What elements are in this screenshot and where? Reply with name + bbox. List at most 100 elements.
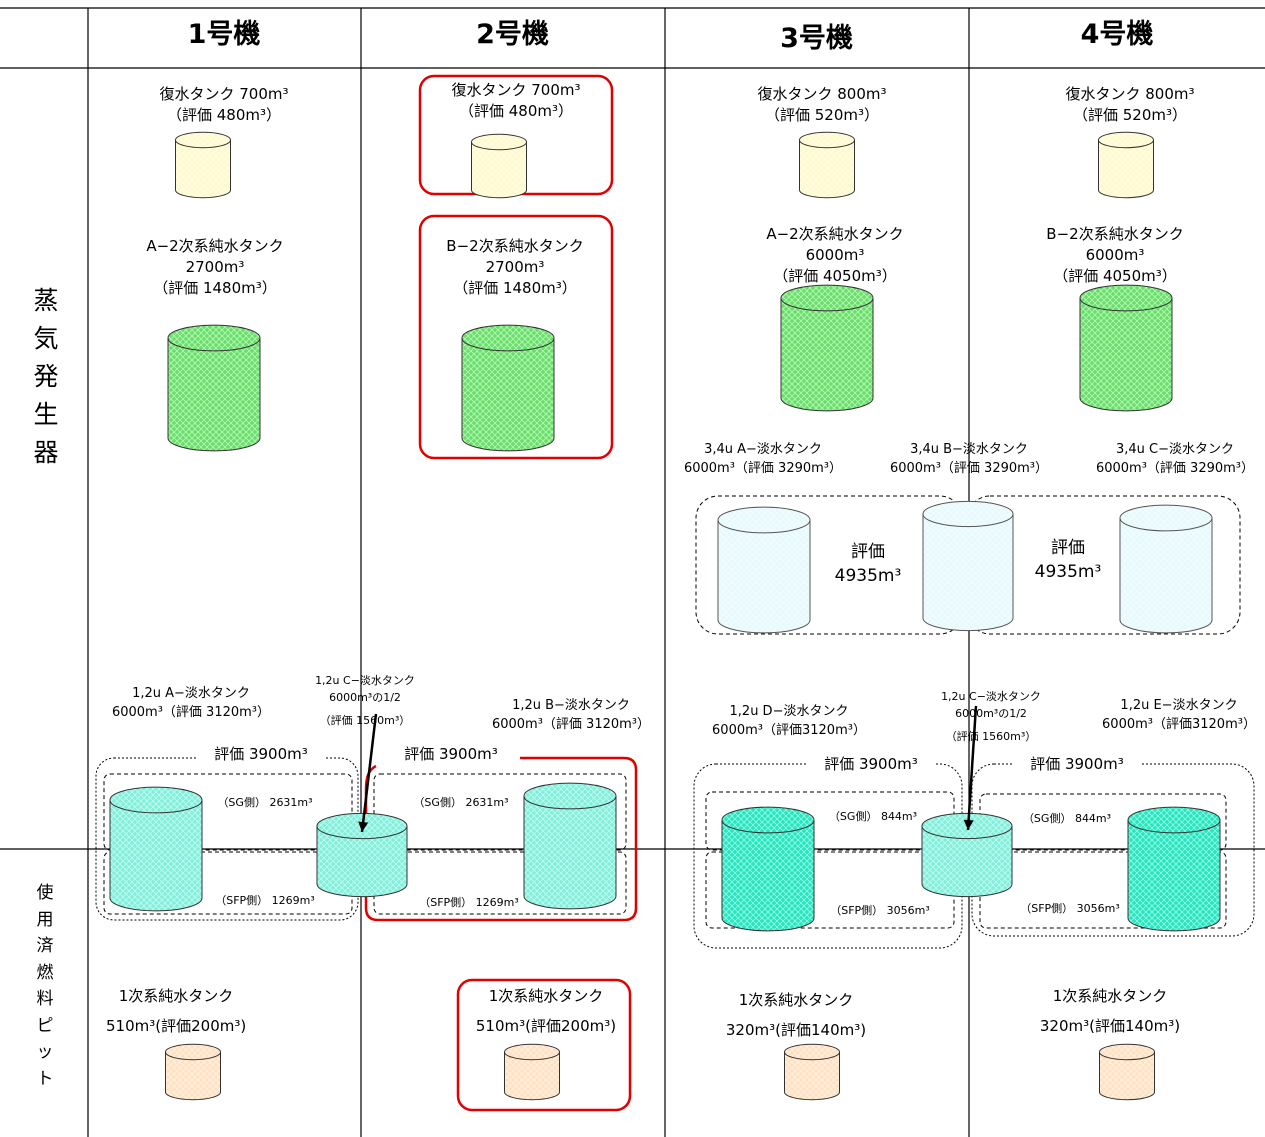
fw12-c-tank-left [316, 812, 408, 898]
fw34-c-tank-top-outline [1119, 504, 1213, 532]
fw34-a-tank-outline [717, 519, 811, 634]
u3-secondary-tank-top-outline [780, 284, 874, 312]
row-label-char: ッ [36, 1042, 54, 1062]
u1-sfp-side: （SFP側） 1269m³ [215, 894, 315, 907]
fw34-a-tank-top-hatch [718, 507, 810, 533]
u1-secondary-tank-outline [167, 337, 261, 452]
u2-sg-side: （SG側） 2631m³ [413, 796, 509, 809]
u1-secondary-tank-hatch [168, 338, 260, 451]
u1-secondary-tank-top-outline [167, 324, 261, 352]
fw12-a-tank-hatch [110, 800, 202, 911]
u1-group-eval: 評価 3900m³ [196, 744, 326, 765]
u2-condensate-label: 復水タンク 700m³（評価 480m³） [451, 81, 581, 120]
fw12-e-tank [1127, 806, 1221, 932]
fw12-a-tank-top-outline [109, 786, 203, 814]
row-label-steam-generator: 蒸 気 発 生 器 [28, 282, 64, 472]
group-outlines [95, 74, 1255, 1112]
row-label-char: 蒸 [33, 286, 59, 315]
u2-condensate-tank-top-hatch [471, 134, 527, 150]
u2-fw-group-highlight [364, 756, 638, 922]
u4-condensate-label: 復水タンク 800m³（評価 520m³） [1065, 85, 1195, 124]
u4-primary-tank-top-hatch [1099, 1044, 1155, 1060]
fw34-b-tank-hatch [923, 514, 1013, 631]
u3-condensate-label: 復水タンク 800m³（評価 520m³） [757, 85, 887, 124]
fw12-c-arrow-right-shaft [966, 705, 978, 831]
fw12-c-tank-right-outline [921, 825, 1013, 898]
u2-condensate-tank-top-outline [471, 133, 527, 151]
u3-condensate-tank [799, 131, 855, 199]
u3-sfp-side: （SFP側） 3056m³ [830, 904, 930, 917]
row-label-char: 気 [33, 324, 59, 353]
u1-sg-box [103, 773, 353, 851]
fw12-c-arrow-right [963, 705, 978, 831]
fw12-d-tank-top-hatch [722, 807, 814, 833]
row-label-spent-fuel-pit: 使 用 済 燃 料 ピ ッ ト [30, 880, 60, 1092]
u3-sg-side: （SG側） 844m³ [828, 810, 918, 823]
u2-condensate-tank-outline [471, 141, 527, 199]
fw34-a-tank-top-outline [717, 506, 811, 534]
fw12-a-tank [109, 786, 203, 912]
u2-sg-box [373, 773, 627, 851]
u2-condensate-tank-hatch [471, 142, 527, 198]
fw34-b-tank-top-hatch [923, 501, 1013, 527]
u3-primary-tank-top-outline [784, 1043, 840, 1061]
u2-primary-tank-top-outline [504, 1043, 560, 1061]
fw12-d-tank-top-outline [721, 806, 815, 834]
fw12-d-tank-hatch [722, 820, 814, 931]
u4-condensate-tank [1098, 131, 1154, 199]
fw12-c-tank-left-top-outline [316, 812, 408, 840]
fw34-c-tank [1119, 504, 1213, 634]
fw12-b-tank-top-hatch [524, 783, 616, 809]
u1-secondary-tank-top-hatch [168, 325, 260, 351]
row-label-char: 燃 [36, 962, 54, 983]
u2-secondary-tank-top-hatch [462, 325, 554, 351]
fw12-d-tank [721, 806, 815, 932]
u2-secondary-highlight [418, 214, 614, 460]
u2-primary-tank-hatch [504, 1052, 560, 1100]
u4-secondary-tank-top-outline [1079, 284, 1173, 312]
u1-primary-tank-top-outline [165, 1043, 221, 1061]
fw34-a-tank [717, 506, 811, 634]
fw34-b-tank [922, 500, 1014, 632]
u3-secondary-tank [780, 284, 874, 412]
fw12-e-tank-top-hatch [1128, 807, 1220, 833]
u4-primary-tank-outline [1099, 1051, 1155, 1101]
u2-primary-tank-top-hatch [504, 1044, 560, 1060]
unit2-header: 2号機 [476, 19, 549, 50]
fw12-b-tank-hatch [524, 796, 616, 909]
table-grid [0, 7, 1265, 1137]
u4-condensate-tank-hatch [1098, 140, 1154, 198]
u1-condensate-tank-top-outline [175, 131, 231, 149]
fw12-e-tank-hatch [1128, 820, 1220, 931]
u1-sg-side: （SG側） 2631m³ [217, 796, 313, 809]
unit1-header: 1号機 [187, 19, 261, 50]
row-label-char: 済 [36, 936, 54, 956]
u1-primary-tank-top-hatch [165, 1044, 221, 1060]
fw12-b-tank [523, 782, 617, 910]
u2-secondary-tank-hatch [462, 338, 554, 451]
fw34-c-tank-outline [1119, 517, 1213, 634]
u2-primary-tank [504, 1043, 560, 1101]
u3-condensate-tank-outline [799, 139, 855, 199]
fw34-c-tank-top-hatch [1120, 505, 1212, 531]
u3-group-eval: 評価 3900m³ [806, 754, 936, 775]
u3-condensate-tank-hatch [799, 140, 855, 198]
u4-primary-tank [1099, 1043, 1155, 1101]
u1-condensate-tank-hatch [175, 140, 231, 198]
u1-secondary-tank [167, 324, 261, 452]
fw12-a-tank-outline [109, 799, 203, 912]
u4-secondary-tank-outline [1079, 297, 1173, 412]
u4-sg-side: （SG側） 844m³ [1022, 812, 1112, 825]
fw12-e-tank-top-outline [1127, 806, 1221, 834]
arrows-layer [358, 705, 978, 833]
u1-sfp-box [103, 851, 353, 915]
u1-condensate-tank-top-hatch [175, 132, 231, 148]
